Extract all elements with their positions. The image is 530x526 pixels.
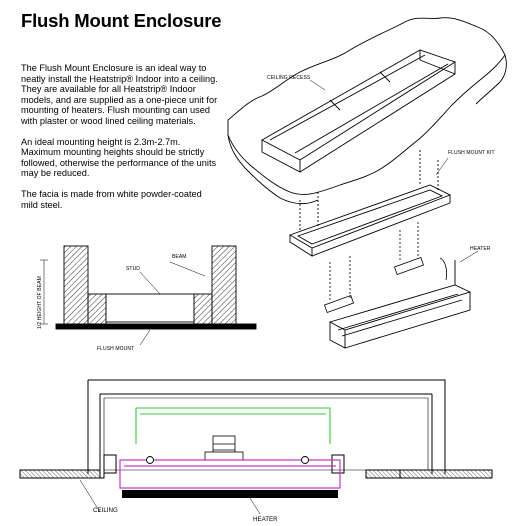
- flush-mount-kit-label: FLUSH MOUNT KIT: [448, 150, 495, 156]
- paragraph-mounting-height: An ideal mounting height is 2.3m-2.7m. M…: [21, 136, 217, 179]
- paragraph-intro: The Flush Mount Enclosure is an ideal wa…: [21, 63, 218, 126]
- description: The Flush Mount Enclosure is an ideal wa…: [21, 63, 221, 220]
- ceiling-recess-label: CEILING RECESS: [267, 75, 311, 81]
- ceiling-recess: [227, 17, 507, 205]
- page-title: Flush Mount Enclosure: [21, 10, 222, 31]
- paragraph-facia: The facia is made from white powder-coat…: [21, 188, 202, 210]
- beam-label: BEAM: [172, 254, 187, 260]
- flush-mount-kit: [288, 150, 452, 257]
- mounting-brackets: [323, 222, 448, 314]
- stud-label: STUD: [126, 266, 141, 272]
- exploded-heater-label: HEATER: [470, 246, 491, 252]
- heater-unit: [328, 260, 472, 349]
- detail-heater-label: HEATER: [253, 516, 278, 523]
- ceiling-label: CEILING: [93, 507, 118, 514]
- flush-mount-label: FLUSH MOUNT: [97, 346, 135, 352]
